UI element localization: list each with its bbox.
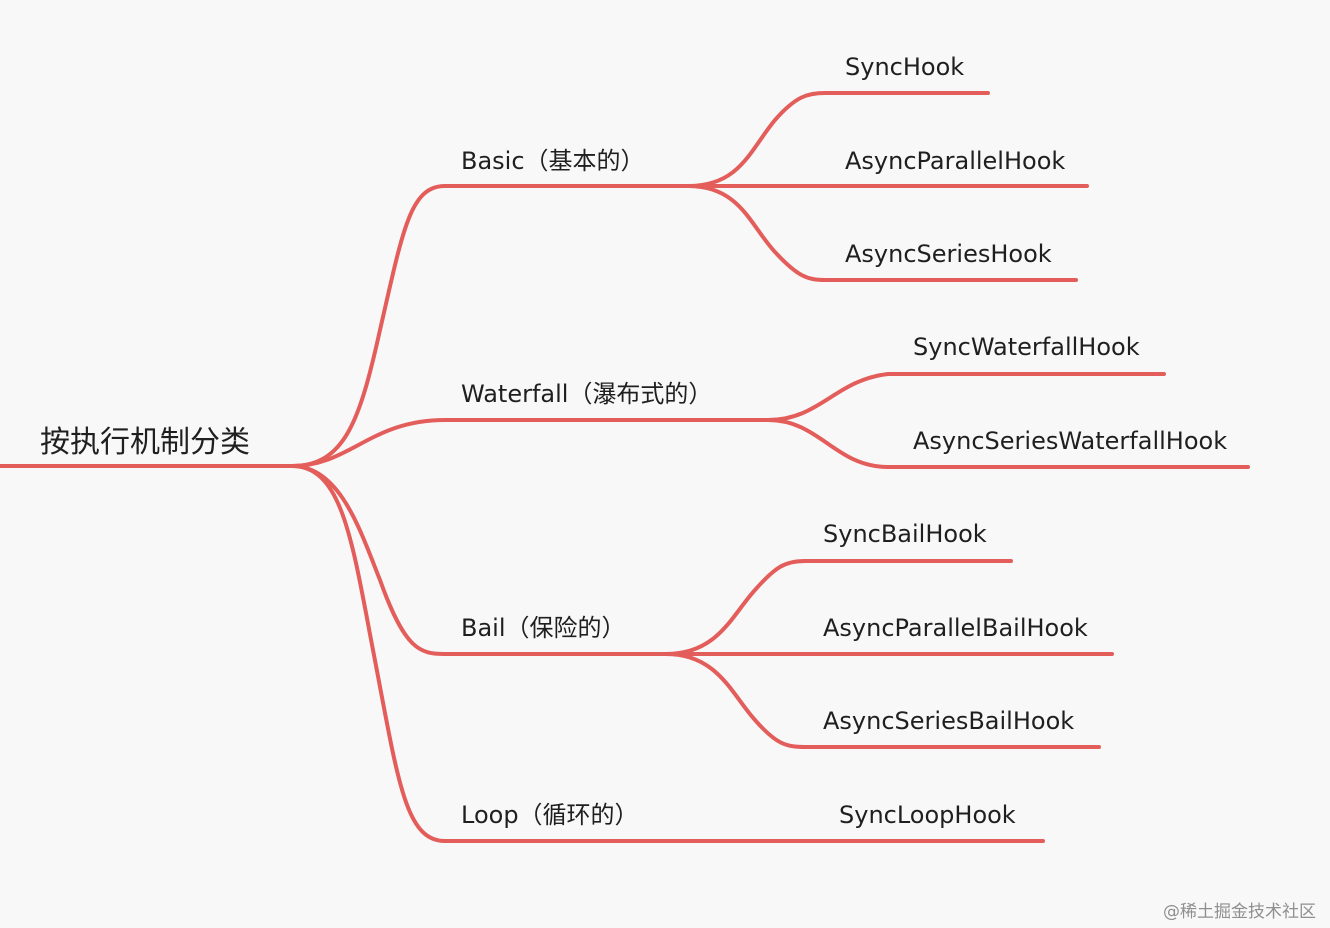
connector-root-to-loop <box>290 464 447 843</box>
root-node-label: 按执行机制分类 <box>40 425 250 460</box>
connector-basic-to-asyncserieshook <box>686 184 827 282</box>
connector-root-to-waterfall <box>290 418 447 468</box>
connector-waterfall-to-syncwaterfallhook <box>766 372 890 422</box>
connector-waterfall-to-asyncserieswaterfallhook <box>766 418 890 469</box>
hook-asyncserieswaterfallhook-label: AsyncSeriesWaterfallHook <box>913 427 1227 455</box>
hook-asyncparallelhook-label: AsyncParallelHook <box>845 147 1065 175</box>
hook-asyncparallelbailhook-label: AsyncParallelBailHook <box>823 614 1088 642</box>
hook-synchook-label: SyncHook <box>845 53 964 81</box>
connector-bail-to-asyncseriesbailhook <box>664 652 807 749</box>
group-basic-label: Basic（基本的） <box>461 147 645 175</box>
labels: 按执行机制分类 Basic（基本的） Waterfall（瀑布式的） Bail（… <box>40 53 1316 922</box>
connector-lines <box>0 91 1250 843</box>
connector-root-to-bail <box>290 464 447 656</box>
group-bail-label: Bail（保险的） <box>461 614 626 642</box>
hook-asyncseriesbailhook-label: AsyncSeriesBailHook <box>823 707 1074 735</box>
connector-bail-to-syncbailhook <box>664 559 807 656</box>
hook-synclookhook-label: SyncLoopHook <box>839 801 1016 829</box>
hook-syncwaterfallhook-label: SyncWaterfallHook <box>913 333 1140 361</box>
group-waterfall-label: Waterfall（瀑布式的） <box>461 380 712 408</box>
hook-asyncserieshook-label: AsyncSeriesHook <box>845 240 1052 268</box>
group-loop-label: Loop（循环的） <box>461 801 639 829</box>
watermark-label: @稀土掘金技术社区 <box>1163 902 1316 922</box>
connector-root-to-basic <box>290 184 447 468</box>
connector-basic-to-synchook <box>686 91 827 188</box>
hook-syncbailhook-label: SyncBailHook <box>823 520 987 548</box>
